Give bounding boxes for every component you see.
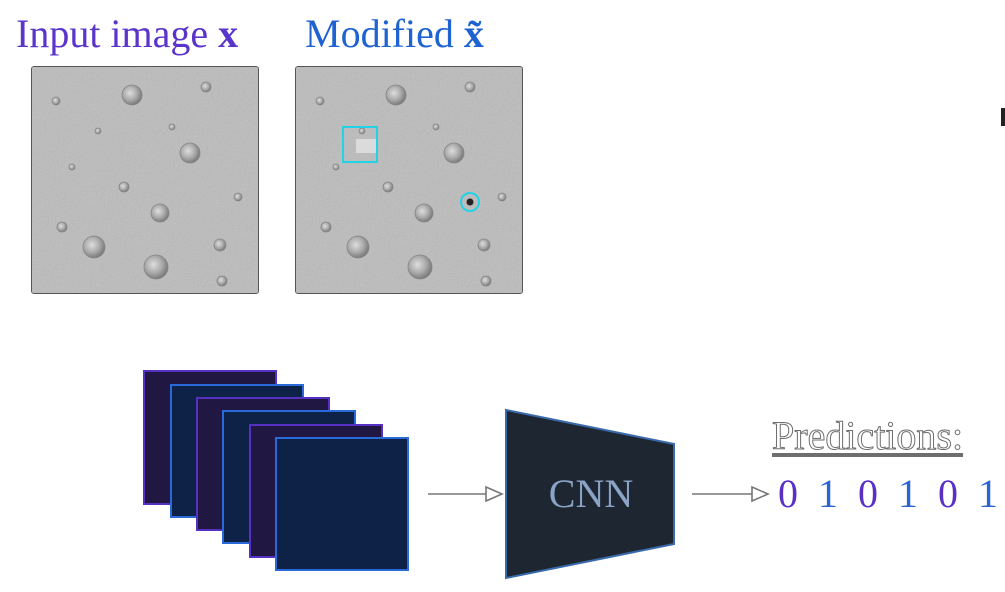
modified-image-surface	[296, 67, 522, 293]
input-image-title-text: Input image	[16, 11, 219, 56]
prediction-value: 0	[858, 471, 878, 516]
modified-image-title: Modified x̃	[305, 14, 484, 54]
prediction-value: 0	[778, 471, 798, 516]
prediction-value: 0	[938, 471, 958, 516]
cnn-block	[505, 408, 675, 580]
input-image-variable: x	[218, 11, 239, 56]
prediction-value: 1	[978, 471, 998, 516]
modified-image	[295, 66, 523, 294]
prediction-value: 1	[818, 471, 838, 516]
perturbation-square-marker	[342, 126, 378, 163]
edge-mark	[1001, 108, 1005, 126]
arrow-to-cnn	[428, 485, 504, 503]
cnn-label: CNN	[548, 471, 634, 516]
input-image-title: Input image x	[16, 14, 238, 54]
prediction-value: 1	[898, 471, 918, 516]
predictions-title: Predictions:	[771, 413, 964, 459]
input-image-surface	[32, 67, 258, 293]
modified-image-variable: x̃	[463, 11, 484, 56]
perturbation-circle-marker	[460, 192, 480, 212]
arrow-to-predictions	[692, 485, 770, 503]
input-image	[31, 66, 259, 294]
modified-image-title-text: Modified	[305, 11, 464, 56]
stack-frame-6	[275, 437, 409, 571]
